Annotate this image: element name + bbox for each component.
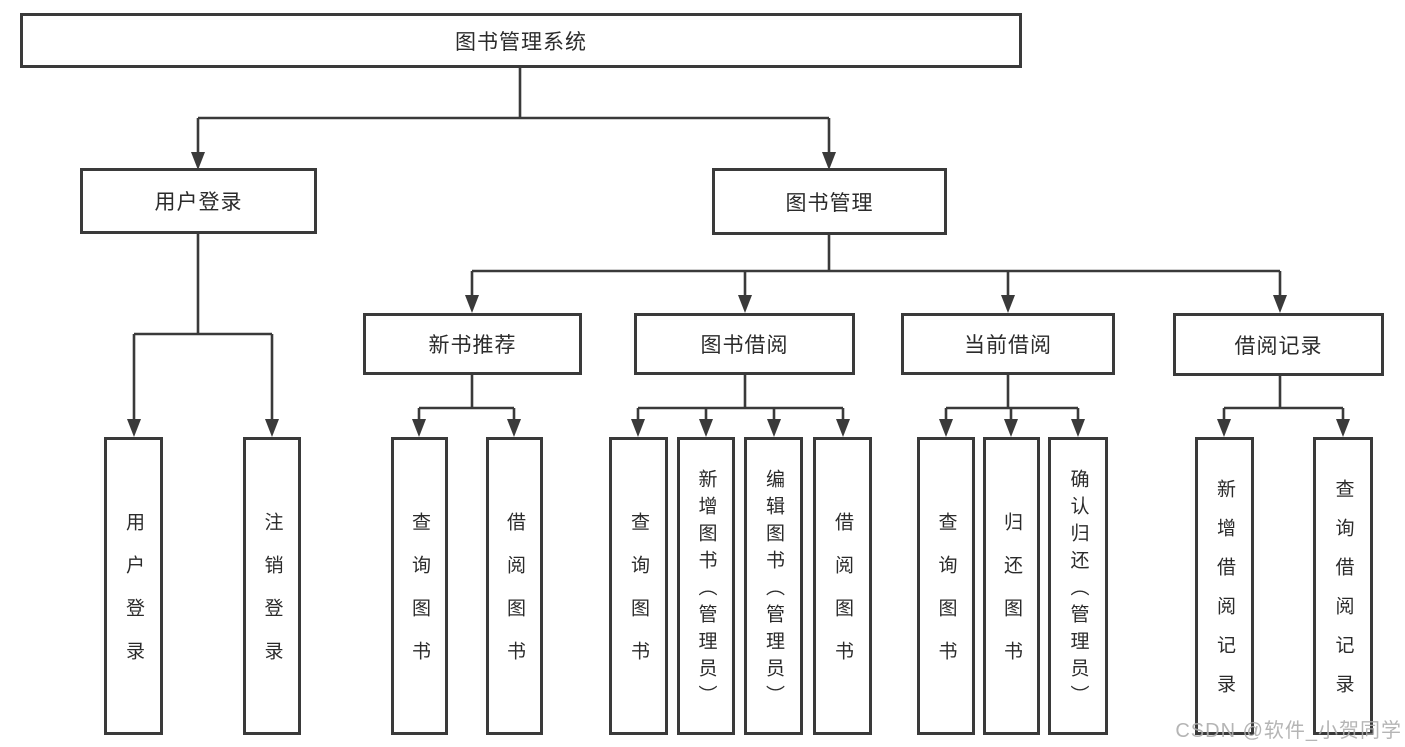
- arrow-down-icon: [1217, 419, 1231, 437]
- leaf-add-borrow-record: 新增借阅记录: [1195, 437, 1254, 735]
- arrow-down-icon: [822, 152, 836, 170]
- connector-root: [196, 68, 831, 156]
- node-borrow-records: 借阅记录: [1173, 313, 1384, 376]
- arrow-down-icon: [699, 419, 713, 437]
- arrow-down-icon: [939, 419, 953, 437]
- arrow-down-icon: [738, 295, 752, 313]
- leaf-borrow-books: 借阅图书: [813, 437, 872, 735]
- connector-new-book-recommend: [417, 375, 516, 423]
- arrow-down-icon: [507, 419, 521, 437]
- node-current-borrow: 当前借阅: [901, 313, 1115, 375]
- leaf-query-books-current: 查询图书: [917, 437, 975, 735]
- connector-borrow-records: [1222, 376, 1345, 423]
- arrow-down-icon: [1004, 419, 1018, 437]
- node-user-login: 用户登录: [80, 168, 317, 234]
- arrow-down-icon: [127, 419, 141, 437]
- arrow-down-icon: [1273, 295, 1287, 313]
- csdn-watermark: CSDN @软件_小贺同学: [1175, 720, 1402, 742]
- arrow-down-icon: [836, 419, 850, 437]
- leaf-add-books-admin: 新增图书（管理员）: [677, 437, 735, 735]
- leaf-query-books-borrow: 查询图书: [609, 437, 668, 735]
- connector-user-login: [132, 234, 274, 423]
- arrow-down-icon: [1336, 419, 1350, 437]
- connector-book-borrow: [636, 375, 845, 423]
- arrow-down-icon: [631, 419, 645, 437]
- connector-current-borrow: [944, 375, 1080, 423]
- leaf-borrow-books-recommend: 借阅图书: [486, 437, 543, 735]
- arrow-down-icon: [1001, 295, 1015, 313]
- node-new-book-recommend: 新书推荐: [363, 313, 582, 375]
- node-book-management: 图书管理: [712, 168, 947, 235]
- arrow-down-icon: [265, 419, 279, 437]
- connector-book-management: [470, 235, 1282, 299]
- leaf-edit-books-admin: 编辑图书（管理员）: [744, 437, 803, 735]
- arrow-down-icon: [767, 419, 781, 437]
- leaf-query-books-recommend: 查询图书: [391, 437, 448, 735]
- arrow-down-icon: [465, 295, 479, 313]
- arrowhead-icons: [127, 152, 1350, 437]
- node-book-borrow: 图书借阅: [634, 313, 855, 375]
- arrow-down-icon: [1071, 419, 1085, 437]
- arrow-down-icon: [412, 419, 426, 437]
- leaf-return-books: 归还图书: [983, 437, 1040, 735]
- leaf-logout: 注销登录: [243, 437, 301, 735]
- arrow-down-icon: [191, 152, 205, 170]
- node-book-management-system: 图书管理系统: [20, 13, 1022, 68]
- leaf-query-borrow-record: 查询借阅记录: [1313, 437, 1373, 735]
- leaf-confirm-return-admin: 确认归还（管理员）: [1048, 437, 1108, 735]
- leaf-user-login: 用户登录: [104, 437, 163, 735]
